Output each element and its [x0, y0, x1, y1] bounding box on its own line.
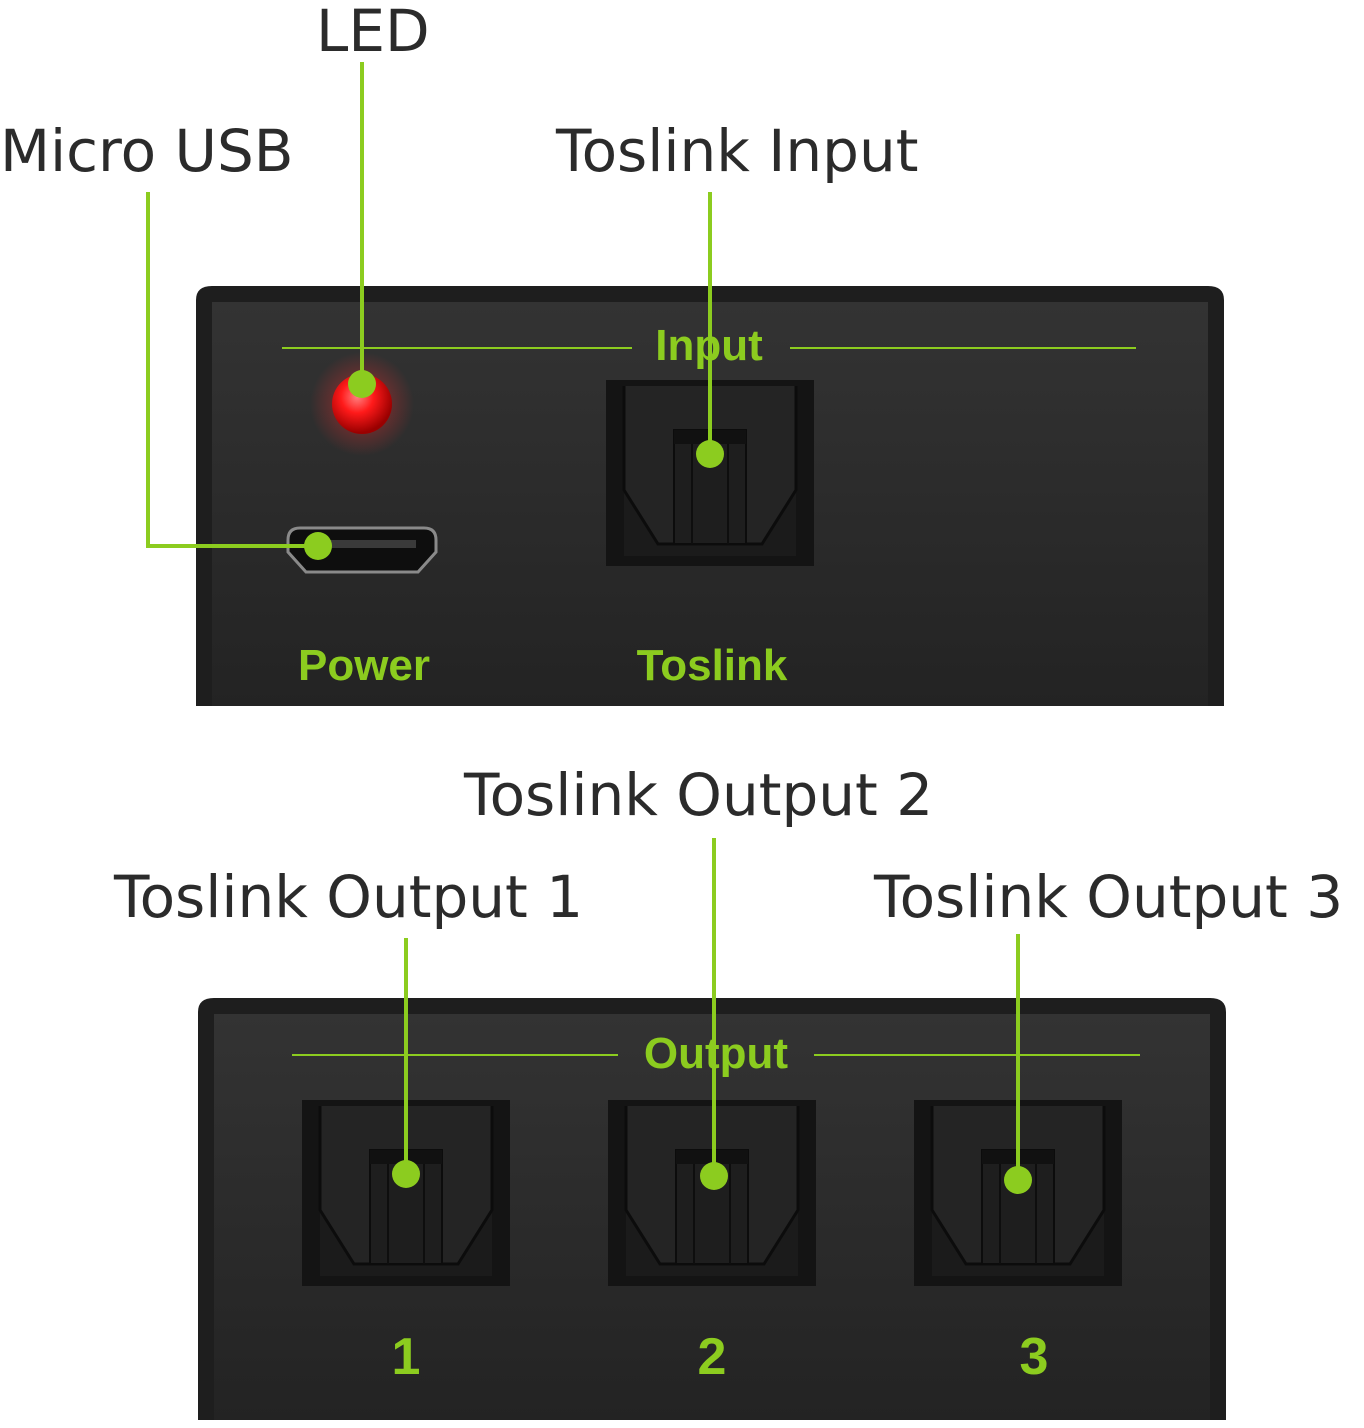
power-label: Power — [298, 641, 430, 690]
toslink-input-marker-dot — [696, 440, 724, 468]
output-panel-header: Output — [644, 1029, 789, 1078]
callout-lines — [146, 62, 1020, 1180]
port-number-1: 1 — [392, 1328, 421, 1386]
callout-dots — [304, 370, 1032, 1194]
toslink-output-1-marker-dot — [392, 1160, 420, 1188]
port-number-3: 3 — [1020, 1328, 1049, 1386]
toslink-output-1-callout-label: Toslink Output 1 — [114, 863, 584, 931]
toslink-output-3-callout-label: Toslink Output 3 — [874, 863, 1344, 931]
toslink-output-3-marker-dot — [1004, 1166, 1032, 1194]
micro-usb-marker-dot — [304, 532, 332, 560]
port-number-2: 2 — [698, 1328, 727, 1386]
input-panel: Input Power Toslink — [196, 286, 1224, 706]
toslink-output-2-callout-label: Toslink Output 2 — [464, 761, 934, 829]
led-marker-dot — [348, 370, 376, 398]
micro-usb-callout-label: Micro USB — [0, 117, 294, 185]
led-indicator — [332, 374, 392, 434]
led-callout-label: LED — [316, 0, 430, 65]
micro-usb-leader-line — [146, 192, 318, 548]
toslink-input-callout-label: Toslink Input — [556, 117, 919, 185]
toslink-label: Toslink — [637, 641, 788, 690]
toslink-output-2-marker-dot — [700, 1162, 728, 1190]
